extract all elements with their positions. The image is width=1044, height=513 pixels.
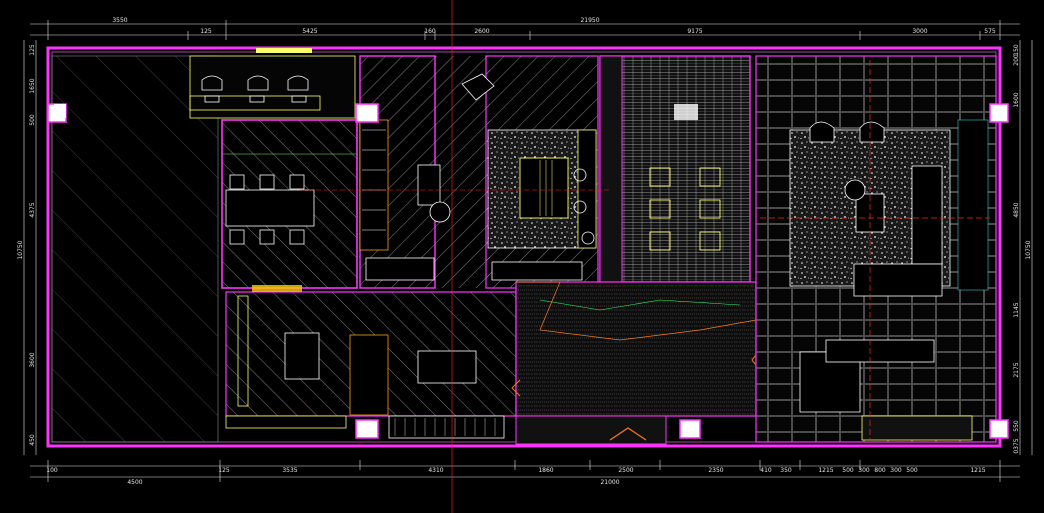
dimension-labels: 3550 21950 125 5425 160 2600 9175 3000 575 4500 21… <box>17 17 1032 486</box>
dim-top-segment: 5425 <box>302 28 317 35</box>
dim-bottom-segment: 350 <box>780 467 792 474</box>
executive-desk <box>519 157 569 219</box>
dim-left-segment: 4375 <box>29 202 36 217</box>
dim-bottom-segment: 2350 <box>708 467 723 474</box>
dim-top-segment: 9175 <box>687 28 702 35</box>
outer-wall <box>46 46 1002 448</box>
side-desk <box>417 164 441 206</box>
dim-bottom-segment: 300 <box>858 467 870 474</box>
dim-bottom-segment: 3535 <box>282 467 297 474</box>
dim-left-segment: 3600 <box>29 352 36 367</box>
dim-top-total: 21950 <box>580 17 599 24</box>
dim-top-left-total: 3550 <box>112 17 127 24</box>
dim-left-segment: 500 <box>29 114 36 126</box>
structural-columns <box>47 103 1009 439</box>
dim-top-segment: 3000 <box>912 28 927 35</box>
dim-bottom-segment: 1215 <box>818 467 833 474</box>
dimension-lines <box>23 20 1033 482</box>
dim-bottom-segment: 300 <box>890 467 902 474</box>
dim-right-segment: 200 <box>1013 54 1020 66</box>
dim-bottom-segment: 1860 <box>538 467 553 474</box>
dim-bottom-segment: 125 <box>218 467 230 474</box>
dim-top-segment: 160 <box>424 28 436 35</box>
sofa <box>911 165 943 265</box>
bookshelf <box>359 119 389 251</box>
meeting-table <box>225 189 315 227</box>
dim-right-segment: 1600 <box>1013 92 1020 107</box>
dim-right-total: 10750 <box>1025 240 1032 259</box>
dim-bottom-total: 21000 <box>600 479 619 486</box>
dim-bottom-segment: 100 <box>46 467 58 474</box>
dim-bottom-segment: 2500 <box>618 467 633 474</box>
dim-left-segment: 1650 <box>29 78 36 93</box>
reception-area <box>189 55 356 119</box>
dim-bottom-segment: 500 <box>906 467 918 474</box>
dim-right-segment: 4850 <box>1013 202 1020 217</box>
dim-bottom-left-total: 4500 <box>127 479 142 486</box>
exterior-terrace <box>52 56 218 442</box>
meeting-chairs <box>229 174 305 245</box>
dim-top-segment: 575 <box>984 28 996 35</box>
dim-bottom-segment: 1215 <box>970 467 985 474</box>
dim-left-segment: 450 <box>29 434 36 446</box>
dining-corridor <box>599 55 751 283</box>
lower-cabinets <box>388 415 505 439</box>
dim-right-segment: 150 <box>1013 44 1020 56</box>
dim-right-segment: 0375 <box>1013 438 1020 453</box>
dim-left-total: 10750 <box>17 240 24 259</box>
dining-chairs <box>649 167 721 251</box>
dim-bottom-segment: 800 <box>874 467 886 474</box>
dim-left-segment: 125 <box>29 44 36 56</box>
dim-top-segment: 125 <box>200 28 212 35</box>
dim-bottom-segment: 500 <box>842 467 854 474</box>
office-chairs-top <box>201 75 309 103</box>
dim-right-segment: 550 <box>1013 420 1020 432</box>
dim-right-segment: 1145 <box>1013 302 1020 317</box>
dim-right-segment: 2175 <box>1013 362 1020 377</box>
dim-bottom-segment: 410 <box>760 467 772 474</box>
dim-top-segment: 2600 <box>474 28 489 35</box>
window-marker <box>256 48 312 53</box>
dim-bottom-segment: 4310 <box>428 467 443 474</box>
